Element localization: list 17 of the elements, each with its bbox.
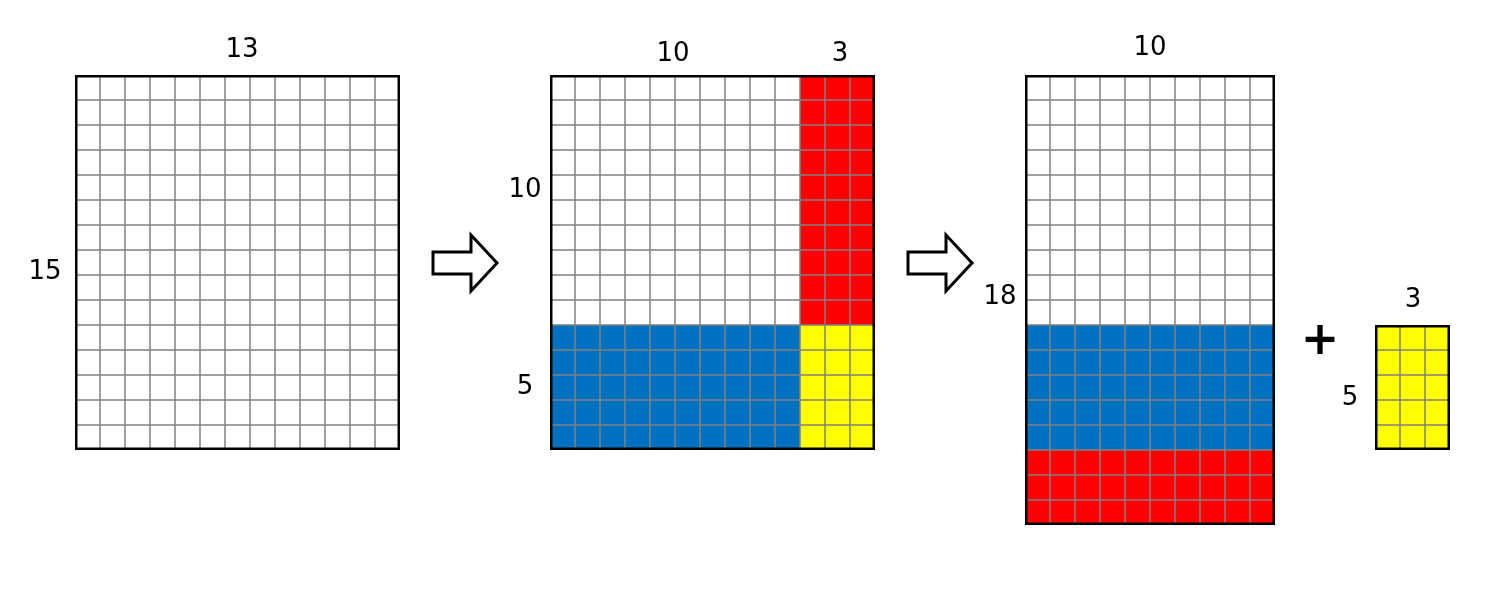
grid-drawing xyxy=(75,75,400,450)
dimension-label: 10 xyxy=(656,37,690,67)
plus-sign: + xyxy=(1300,315,1340,361)
dimension-label: 5 xyxy=(516,370,534,400)
block-arrow xyxy=(906,231,975,295)
dimension-label: 3 xyxy=(1404,283,1422,313)
block-arrow xyxy=(431,231,500,295)
grid-drawing xyxy=(550,75,875,450)
grid-drawing xyxy=(1025,75,1275,525)
dimension-label: 5 xyxy=(1341,381,1359,411)
dimension-label: 10 xyxy=(1133,31,1167,61)
dimension-label: 10 xyxy=(508,173,542,203)
grid-drawing xyxy=(1375,325,1450,450)
dimension-label: 15 xyxy=(28,255,62,285)
dimension-label: 3 xyxy=(831,37,849,67)
dimension-label: 18 xyxy=(983,280,1017,310)
dimension-label: 13 xyxy=(225,33,259,63)
